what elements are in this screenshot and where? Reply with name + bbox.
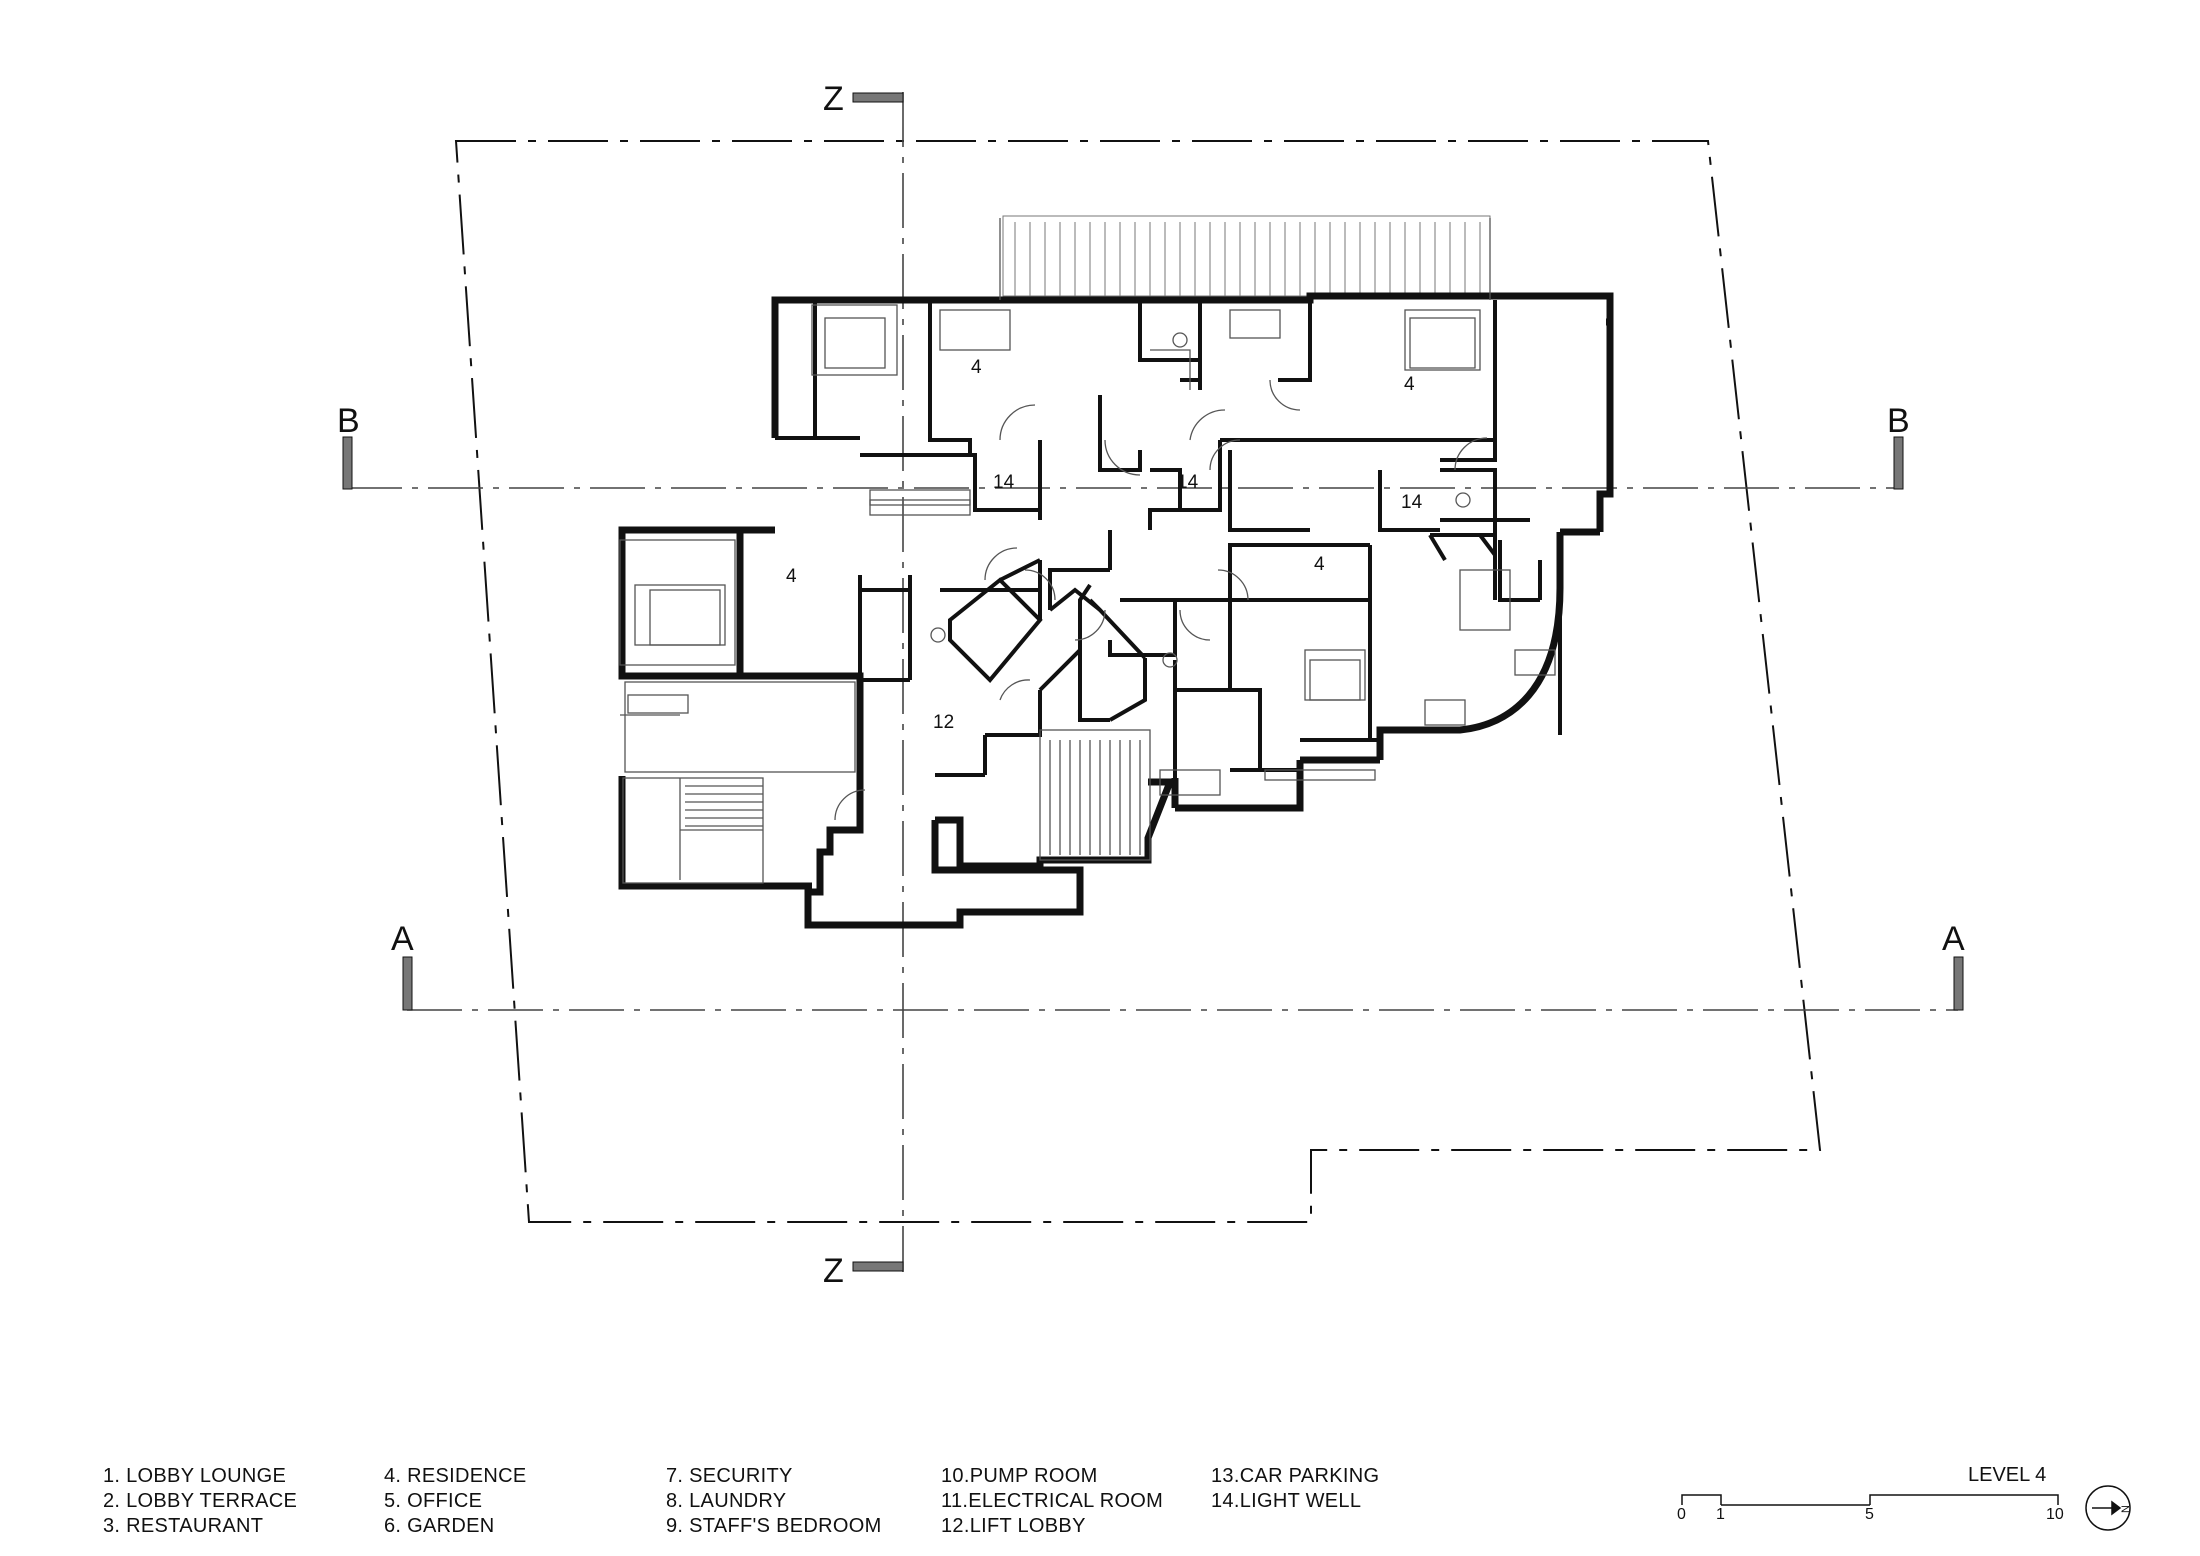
room-light-well-3: 14	[1401, 492, 1423, 513]
north-arrow-label: N	[2120, 1505, 2132, 1513]
section-marker-b-left	[342, 436, 353, 490]
legend-item: 13.CAR PARKING	[1211, 1465, 1380, 1487]
legend-item: 4. RESIDENCE	[384, 1465, 527, 1487]
scale-mark-10: 10	[2046, 1506, 2064, 1523]
room-residence-w: 4	[786, 566, 797, 587]
legend-col-4: 10.PUMP ROOM 11.ELECTRICAL ROOM 12.LIFT …	[941, 1464, 1163, 1539]
section-label-z-top: Z	[823, 80, 844, 118]
section-marker-a-left	[402, 956, 413, 1011]
room-light-well-2: 14	[1177, 472, 1199, 493]
exterior-walls	[618, 292, 1614, 929]
section-label-a-right: A	[1942, 920, 1965, 958]
room-residence-e: 4	[1314, 554, 1325, 575]
scale-bar	[1681, 1494, 2059, 1506]
section-label-z-bottom: Z	[823, 1252, 844, 1290]
legend-item: 1. LOBBY LOUNGE	[103, 1465, 287, 1487]
north-arrow-icon	[2085, 1485, 2131, 1531]
interior-walls	[775, 300, 1562, 780]
scale-mark-5: 5	[1865, 1506, 1874, 1523]
legend-item: 12.LIFT LOBBY	[941, 1515, 1086, 1537]
scale-mark-0: 0	[1677, 1506, 1686, 1523]
legend-col-1: 1. LOBBY LOUNGE 2. LOBBY TERRACE 3. REST…	[103, 1464, 297, 1539]
door-swings	[834, 379, 1488, 821]
section-label-a-left: A	[391, 920, 414, 958]
room-light-well-1: 14	[993, 472, 1015, 493]
legend-item: 2. LOBBY TERRACE	[103, 1490, 298, 1512]
section-marker-z-bottom	[852, 1261, 904, 1272]
legend-col-3: 7. SECURITY 8. LAUNDRY 9. STAFF'S BEDROO…	[666, 1464, 882, 1539]
legend-item: 6. GARDEN	[384, 1515, 495, 1537]
section-label-b-right: B	[1887, 402, 1910, 440]
legend-item: 14.LIGHT WELL	[1211, 1490, 1362, 1512]
legend-item: 3. RESTAURANT	[103, 1515, 264, 1537]
legend-col-5: 13.CAR PARKING 14.LIGHT WELL	[1211, 1464, 1379, 1514]
legend-item: 7. SECURITY	[666, 1465, 793, 1487]
legend-item: 11.ELECTRICAL ROOM	[941, 1490, 1164, 1512]
section-label-b-left: B	[337, 402, 360, 440]
room-residence-ne: 4	[1404, 374, 1415, 395]
detail-lines	[619, 218, 1556, 884]
roof-balcony	[1002, 215, 1491, 297]
room-lift-lobby: 12	[933, 712, 954, 733]
section-marker-b-right	[1893, 436, 1904, 490]
section-marker-z-top	[852, 92, 904, 103]
legend-item: 5. OFFICE	[384, 1490, 483, 1512]
legend-col-2: 4. RESIDENCE 5. OFFICE 6. GARDEN	[384, 1464, 527, 1539]
legend-item: 10.PUMP ROOM	[941, 1465, 1098, 1487]
site-boundary	[454, 140, 1822, 1223]
scale-mark-1: 1	[1716, 1506, 1725, 1523]
legend-item: 8. LAUNDRY	[666, 1490, 787, 1512]
legend-item: 9. STAFF'S BEDROOM	[666, 1515, 882, 1537]
level-label: LEVEL 4	[1968, 1464, 2047, 1486]
room-residence-nw: 4	[971, 357, 982, 378]
section-marker-a-right	[1953, 956, 1964, 1011]
